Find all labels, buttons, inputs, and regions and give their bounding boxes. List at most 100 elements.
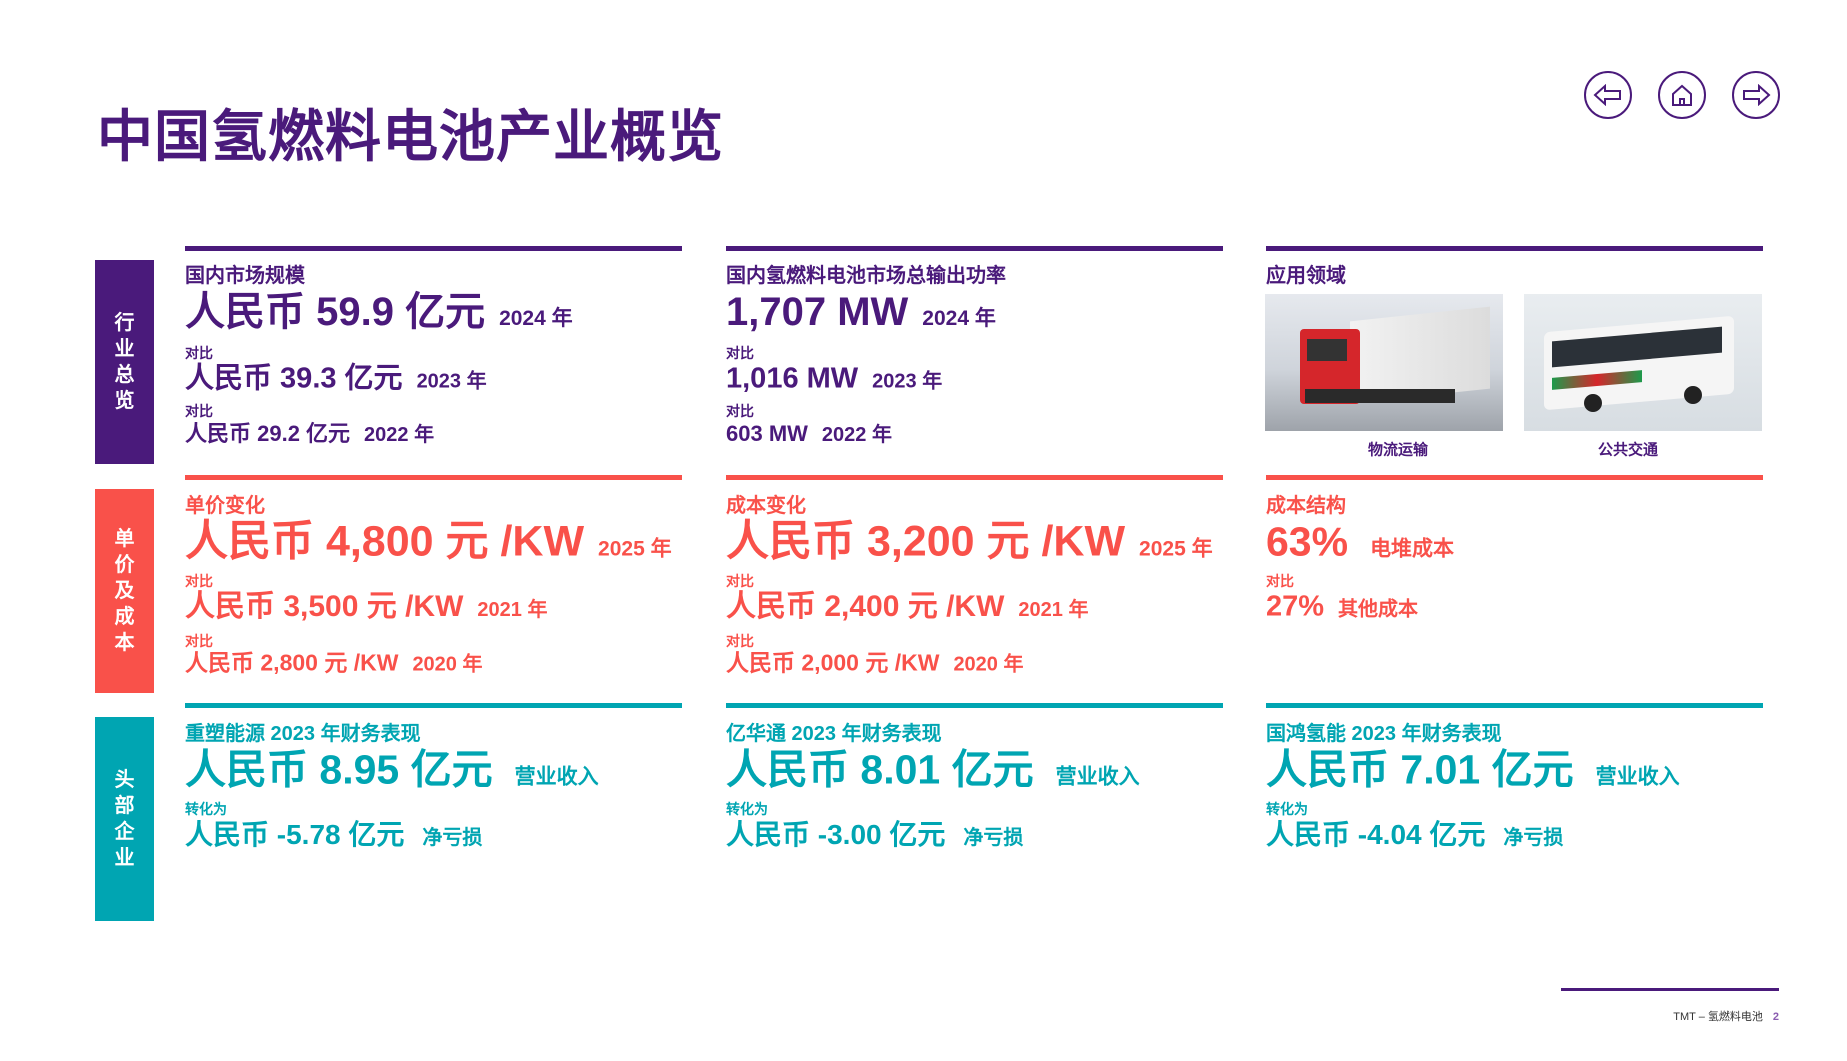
net-loss-label: 净亏损 — [422, 827, 483, 849]
page-title: 中国氢燃料电池产业概览 — [97, 105, 724, 168]
divider — [1266, 703, 1763, 708]
footer-text: TMT – 氢燃料电池 — [1673, 1011, 1763, 1023]
compare-value: 人民币 2,000 元 /KW — [726, 649, 940, 676]
compare-suffix: 2022 年 — [821, 424, 892, 446]
label-char: 成 — [114, 606, 135, 628]
main-suffix: 电堆成本 — [1370, 537, 1455, 561]
compare-label: 对比 — [726, 633, 754, 649]
net-loss-value: 人民币 -5.78 亿元 — [185, 819, 405, 850]
revenue-value: 人民币 8.95 亿元 — [185, 746, 493, 793]
label-char: 总 — [114, 364, 135, 386]
card-title: 应用领域 — [1266, 265, 1346, 287]
home-button[interactable] — [1658, 71, 1706, 119]
label-char: 头 — [114, 769, 135, 791]
image-caption: 物流运输 — [1367, 441, 1428, 459]
home-icon — [1672, 84, 1692, 106]
section-label-industry-overview: 行 业 总 览 — [95, 260, 154, 464]
compare-suffix: 2021 年 — [477, 599, 548, 621]
back-arrow-icon — [1593, 84, 1621, 106]
main-value: 人民币 3,200 元 /KW — [726, 517, 1126, 566]
divider — [1266, 246, 1763, 251]
card-title: 国内市场规模 — [185, 265, 305, 287]
revenue-label: 营业收入 — [1055, 765, 1140, 789]
compare-value: 人民币 29.2 亿元 — [185, 421, 351, 446]
compare-value: 人民币 2,400 元 /KW — [726, 590, 1005, 623]
compare-suffix: 2022 年 — [364, 424, 435, 446]
revenue-label: 营业收入 — [514, 765, 599, 789]
compare-label: 对比 — [726, 345, 754, 361]
compare-value: 1,016 MW — [726, 362, 859, 395]
net-loss-value: 人民币 -4.04 亿元 — [1266, 819, 1486, 850]
compare-suffix: 其他成本 — [1338, 598, 1419, 621]
compare-suffix: 2021 年 — [1018, 599, 1089, 621]
net-loss-label: 净亏损 — [1503, 827, 1564, 849]
main-value: 人民币 4,800 元 /KW — [185, 517, 585, 566]
main-suffix: 2024 年 — [499, 307, 573, 330]
forward-arrow-icon — [1743, 84, 1771, 106]
main-suffix: 2025 年 — [1139, 537, 1213, 561]
label-char: 及 — [114, 580, 135, 602]
compare-suffix: 2023 年 — [872, 370, 943, 393]
divider — [726, 475, 1223, 480]
main-value: 人民币 59.9 亿元 — [185, 290, 486, 334]
compare-label: 对比 — [1266, 573, 1294, 589]
compare-label: 对比 — [185, 573, 213, 589]
card-title: 单价变化 — [185, 495, 265, 517]
footer-divider — [1561, 988, 1779, 991]
section-label-price-cost: 单 价 及 成 本 — [95, 489, 154, 693]
label-char: 单 — [114, 528, 135, 550]
compare-value: 人民币 39.3 亿元 — [185, 362, 403, 395]
card-title: 成本变化 — [726, 495, 806, 517]
card-title: 国内氢燃料电池市场总输出功率 — [726, 265, 1006, 287]
compare-label: 转化为 — [185, 801, 227, 817]
compare-suffix: 2023 年 — [416, 370, 487, 393]
compare-suffix: 2020 年 — [953, 653, 1024, 676]
divider — [726, 246, 1223, 251]
bus-image — [1524, 294, 1762, 431]
card-title: 国鸿氢能 2023 年财务表现 — [1266, 723, 1502, 745]
compare-label: 对比 — [726, 403, 754, 419]
net-loss-value: 人民币 -3.00 亿元 — [726, 819, 946, 850]
section-label-leading-companies: 头 部 企 业 — [95, 717, 154, 921]
compare-label: 转化为 — [726, 801, 768, 817]
label-char: 价 — [114, 554, 135, 576]
divider — [185, 703, 682, 708]
footer: TMT – 氢燃料电池 2 — [1673, 1008, 1779, 1024]
label-char: 业 — [114, 847, 135, 869]
revenue-value: 人民币 7.01 亿元 — [1266, 746, 1574, 793]
compare-label: 对比 — [185, 633, 213, 649]
image-caption: 公共交通 — [1597, 441, 1658, 459]
label-char: 部 — [114, 795, 135, 817]
compare-label: 转化为 — [1266, 801, 1308, 817]
main-value: 1,707 MW — [726, 290, 909, 334]
compare-value: 人民币 2,800 元 /KW — [185, 649, 399, 676]
compare-suffix: 2020 年 — [412, 653, 483, 676]
compare-value: 603 MW — [726, 421, 808, 446]
compare-label: 对比 — [726, 573, 754, 589]
label-char: 企 — [114, 821, 135, 843]
label-char: 本 — [114, 632, 135, 654]
page-number: 2 — [1772, 1011, 1779, 1023]
revenue-value: 人民币 8.01 亿元 — [726, 746, 1034, 793]
forward-button[interactable] — [1732, 71, 1780, 119]
divider — [185, 475, 682, 480]
divider — [1266, 475, 1763, 480]
card-title: 成本结构 — [1266, 495, 1346, 517]
truck-image — [1265, 294, 1503, 431]
card-title: 重塑能源 2023 年财务表现 — [185, 723, 421, 745]
main-suffix: 2025 年 — [598, 537, 672, 561]
card-title: 亿华通 2023 年财务表现 — [726, 723, 942, 745]
revenue-label: 营业收入 — [1595, 765, 1680, 789]
label-char: 览 — [114, 390, 135, 412]
back-button[interactable] — [1584, 71, 1632, 119]
compare-value: 27% — [1266, 590, 1325, 623]
net-loss-label: 净亏损 — [963, 827, 1024, 849]
main-suffix: 2024 年 — [922, 307, 996, 330]
divider — [185, 246, 682, 251]
label-char: 行 — [114, 312, 135, 334]
compare-label: 对比 — [185, 403, 213, 419]
compare-label: 对比 — [185, 345, 213, 361]
label-char: 业 — [114, 338, 135, 360]
compare-value: 人民币 3,500 元 /KW — [185, 590, 464, 623]
main-value: 63% — [1266, 518, 1349, 565]
